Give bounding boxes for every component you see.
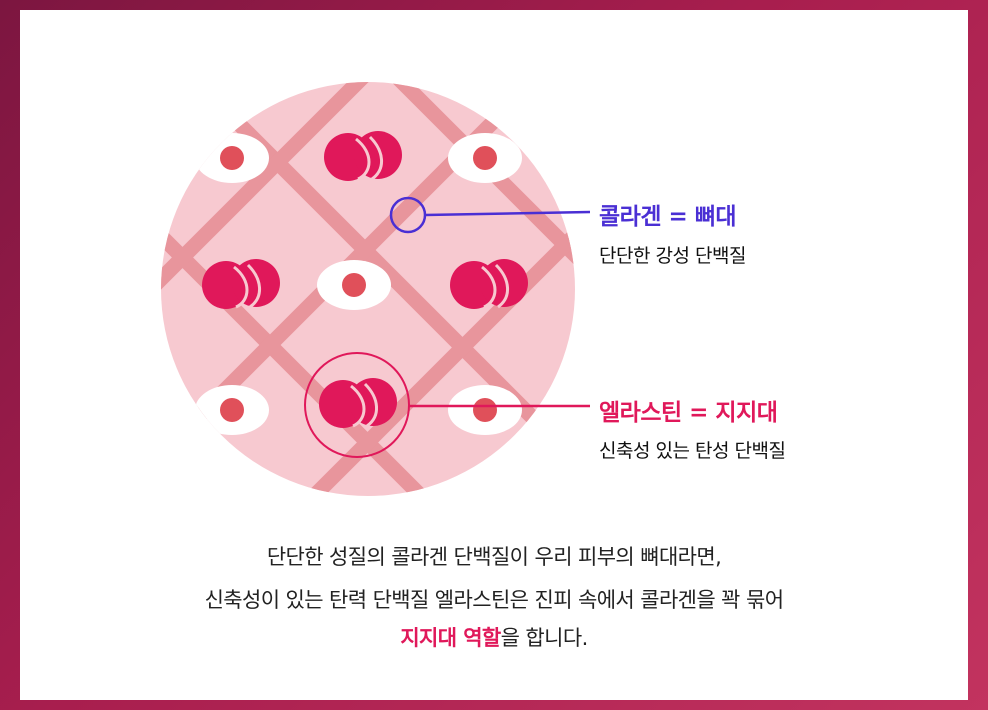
elastin-title: 엘라스틴 = 지지대 — [599, 400, 778, 426]
collagen-fiber — [214, 84, 575, 496]
caption-line-3-rest: 을 합니다. — [500, 626, 589, 650]
elastin-subtitle: 신축성 있는 탄성 단백질 — [599, 440, 786, 462]
cell — [317, 260, 391, 310]
collagen-subtitle: 단단한 강성 단백질 — [599, 245, 746, 267]
elastin-knot — [202, 259, 280, 309]
collagen-callout-line — [424, 210, 591, 217]
caption-line-1: 단단한 성질의 콜라겐 단백질이 우리 피부의 뼈대라면, — [266, 545, 722, 569]
collagen-title: 콜라겐 = 뼈대 — [599, 204, 737, 230]
caption-line-3: 지지대 역할을 합니다. — [0, 622, 988, 652]
elastin-knot — [319, 378, 397, 428]
caption-line-2: 신축성이 있는 탄력 단백질 엘라스틴은 진피 속에서 콜라겐을 꽉 묶어 — [204, 588, 784, 612]
collagen-fiber — [161, 82, 456, 456]
elastin-knot — [324, 131, 402, 181]
cell — [448, 385, 522, 435]
elastin-knot — [450, 259, 528, 309]
caption-highlight: 지지대 역할 — [400, 626, 501, 650]
cell — [195, 133, 269, 183]
cell — [195, 385, 269, 435]
fiber-network — [161, 82, 575, 496]
cell — [448, 133, 522, 183]
